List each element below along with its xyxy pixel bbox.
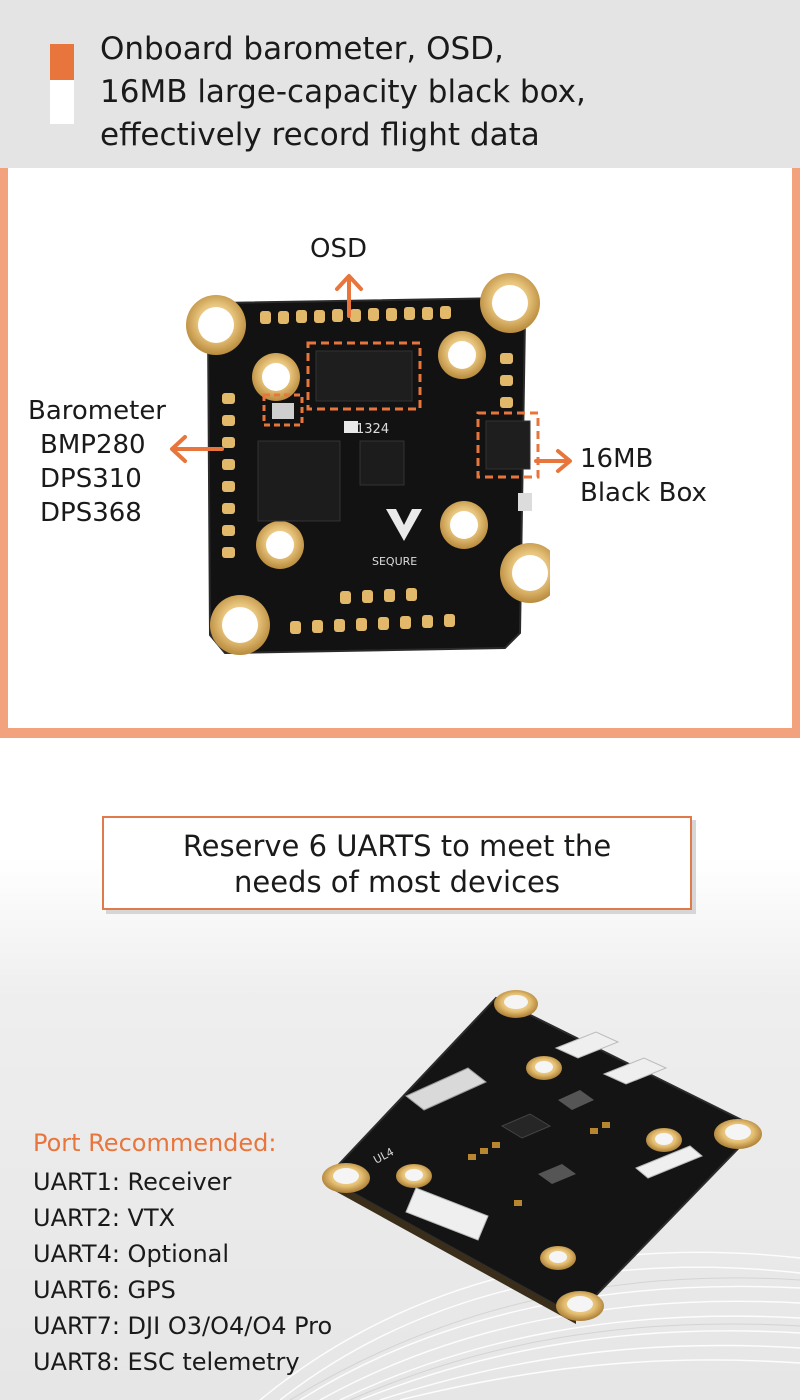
flash-chip: [485, 420, 531, 470]
uart-section: Reserve 6 UARTS to meet the needs of mos…: [0, 738, 800, 1400]
blackbox-line-1: 16MB: [580, 444, 654, 474]
barometer-model-2: DPS310: [40, 464, 142, 494]
connector-top-1: [554, 1031, 620, 1059]
chip-code-text: 1324: [356, 422, 389, 437]
accent-bar-white: [50, 80, 74, 124]
mount-hole-2: [440, 501, 488, 549]
flight-controller-board-angled: UL4: [322, 990, 762, 1324]
feature-header: Onboard barometer, OSD, 16MB large-capac…: [0, 0, 800, 168]
barometer-chip: [272, 403, 294, 419]
mount-hole-4: [438, 331, 486, 379]
mcu-chip: [257, 440, 341, 522]
header-line-1: Onboard barometer, OSD,: [100, 31, 504, 67]
arrow-left-icon: [170, 435, 224, 463]
connector-bottom-left: [405, 1187, 489, 1241]
port-item-uart4: UART4: Optional: [33, 1240, 230, 1268]
inductor-2: [538, 1164, 576, 1184]
mount-ear-bottom-left: [210, 595, 270, 655]
inner-hole-1: [396, 1164, 432, 1188]
arrow-up-icon: [335, 274, 363, 318]
port-heading: Port Recommended:: [33, 1129, 277, 1157]
port-item-uart6: UART6: GPS: [33, 1276, 176, 1304]
port-recommended-list: Port Recommended: UART1: Receiver UART2:…: [33, 1126, 332, 1380]
white-component: [344, 421, 358, 433]
connector-right: [635, 1145, 703, 1179]
mount-ear-top-right: [480, 273, 540, 333]
uart-title-box: Reserve 6 UARTS to meet the needs of mos…: [102, 816, 692, 910]
accent-bar: [50, 44, 74, 124]
pads-right: [500, 353, 513, 408]
pads-left: [222, 393, 235, 558]
mount-ear-left: [322, 1163, 370, 1193]
barometer-highlight-box: [262, 393, 304, 427]
feature-frame-bottom: [0, 728, 800, 738]
header-line-3: effectively record flight data: [100, 117, 540, 153]
barometer-model-3: DPS368: [40, 498, 142, 528]
port-item-uart2: UART2: VTX: [33, 1204, 176, 1232]
inner-hole-2: [646, 1128, 682, 1152]
mount-ear-bottom: [556, 1291, 604, 1321]
arrow-right-icon: [534, 449, 572, 473]
mount-hole-1: [256, 521, 304, 569]
board-brand-text: SEQURE: [372, 555, 417, 568]
sequre-chevron-logo: [386, 509, 422, 541]
header-text: Onboard barometer, OSD, 16MB large-capac…: [100, 28, 586, 157]
regulator-chip: [500, 1113, 552, 1139]
mount-hole-3: [252, 353, 300, 401]
mount-ear-bottom-right: [500, 543, 550, 603]
usb-c-port: [405, 1067, 487, 1111]
pads-bottom: [290, 588, 455, 634]
barometer-title: Barometer: [28, 396, 166, 426]
mount-ear-top: [494, 990, 538, 1018]
pads-top: [260, 306, 451, 324]
connector-top-2: [602, 1057, 668, 1085]
capacitors: [468, 1122, 610, 1206]
inductor-1: [558, 1090, 594, 1110]
barometer-label: Barometer BMP280 DPS310 DPS368: [28, 394, 166, 530]
flight-controller-board-top: 1324 SEQURE: [186, 273, 550, 655]
blackbox-line-2: Black Box: [580, 478, 707, 508]
mount-ear-right: [714, 1119, 762, 1149]
inner-hole-3: [526, 1056, 562, 1080]
barometer-model-1: BMP280: [40, 430, 146, 460]
osd-label: OSD: [310, 234, 367, 264]
uart-title-line-1: Reserve 6 UARTS to meet the: [182, 829, 612, 863]
osd-highlight-box: [306, 341, 422, 411]
boot-button: [518, 493, 532, 511]
gyro-chip: [359, 440, 405, 486]
uart-title-line-2: needs of most devices: [233, 865, 561, 899]
mount-ear-top-left: [186, 295, 246, 355]
feature-panel: 1324 SEQURE OSD Barometer BMP280 DPS310 …: [8, 168, 792, 728]
accent-bar-orange: [50, 44, 74, 80]
blackbox-label: 16MB Black Box: [580, 442, 707, 510]
header-line-2: 16MB large-capacity black box,: [100, 74, 586, 110]
port-item-uart8: UART8: ESC telemetry: [33, 1348, 300, 1376]
port-item-uart1: UART1: Receiver: [33, 1168, 232, 1196]
osd-chip: [315, 350, 413, 402]
port-item-uart7: UART7: DJI O3/O4/O4 Pro: [33, 1312, 333, 1340]
blackbox-highlight-box: [476, 411, 540, 479]
inner-hole-4: [540, 1246, 576, 1270]
feature-frame: 1324 SEQURE OSD Barometer BMP280 DPS310 …: [0, 168, 800, 738]
